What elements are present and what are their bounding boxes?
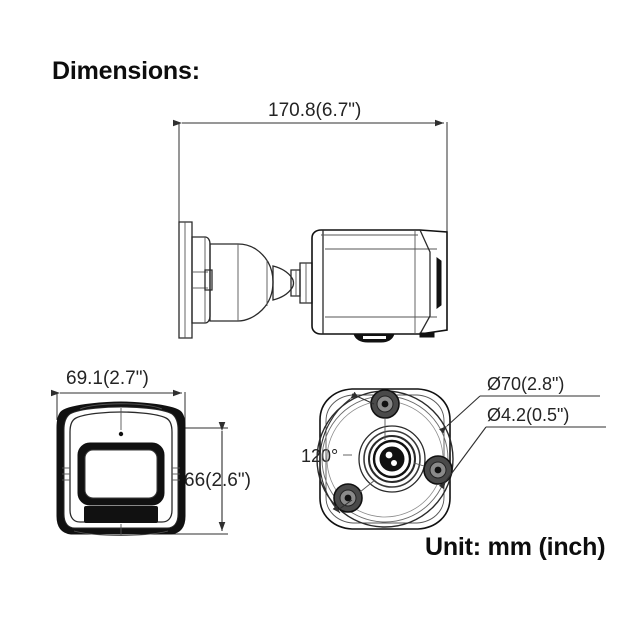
dimension-label-height: 66(2.6") — [184, 470, 251, 491]
front-side-vents-left — [62, 467, 70, 481]
dimension-label-bolt-circle: Ø70(2.8") — [487, 374, 565, 394]
leader-bolt-circle — [439, 395, 600, 434]
leader-screw-hole — [438, 426, 606, 490]
ir-led-bar — [84, 506, 158, 523]
front-view-drawing — [56, 401, 186, 536]
front-side-vents-right — [172, 467, 180, 481]
rear-housing-outline — [319, 388, 451, 530]
front-face-inner-outline — [69, 411, 173, 523]
mount-pedestal — [191, 236, 213, 324]
screw-hole-bottom-left — [333, 483, 363, 513]
center-boss — [358, 425, 426, 493]
rear-view-drawing — [316, 388, 606, 530]
body-underside-tab — [353, 332, 435, 343]
dimension-label-length: 170.8(6.7") — [268, 100, 362, 121]
screw-hole-top — [370, 389, 400, 419]
dimension-label-width: 69.1(2.7") — [66, 368, 149, 389]
screw-hole-right — [423, 455, 453, 485]
sensor-dot — [118, 431, 124, 437]
swivel-joint — [272, 265, 301, 301]
angle-dimension-120 — [319, 391, 375, 514]
neck-collar — [299, 262, 313, 304]
side-view-drawing — [178, 221, 448, 343]
page-title: Dimensions: — [52, 57, 200, 85]
lens-glass — [84, 449, 158, 499]
mount-plate — [178, 221, 193, 339]
camera-body — [311, 229, 448, 335]
bracket-arm — [209, 243, 274, 322]
dimension-length — [173, 119, 448, 232]
unit-note: Unit: mm (inch) — [425, 533, 606, 561]
dimension-label-screw-hole: Ø4.2(0.5") — [487, 405, 570, 425]
